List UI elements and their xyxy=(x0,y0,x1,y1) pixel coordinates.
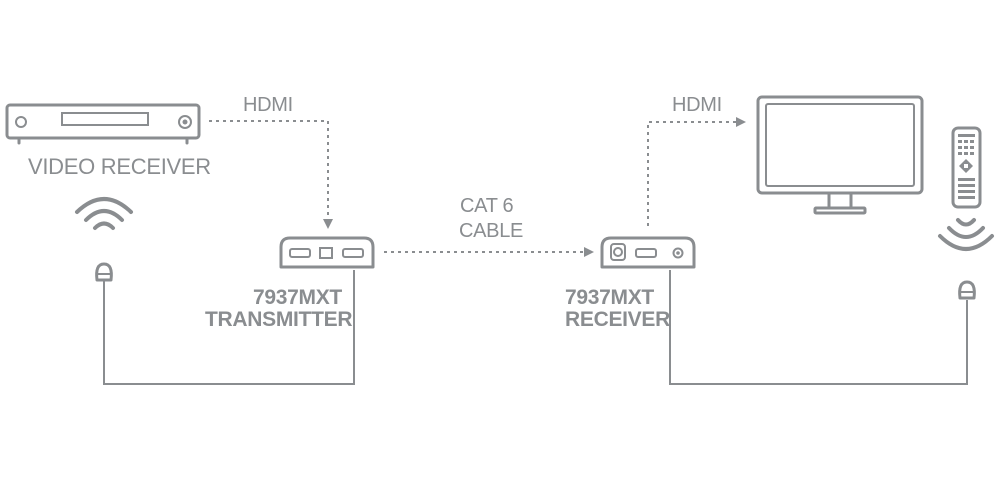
hdmi-output-label: HDMI xyxy=(672,94,722,116)
ir-sensor-icon-right xyxy=(958,280,976,300)
ir-wire-left xyxy=(103,270,355,385)
hdmi-input-label: HDMI xyxy=(243,94,293,116)
cable-label-line2: CABLE xyxy=(459,220,524,242)
transmitter-device-icon xyxy=(279,236,375,269)
hdmi-output-line xyxy=(647,117,746,226)
transmitter-model-label: 7937MXT xyxy=(253,286,342,309)
ir-wire-right xyxy=(669,270,968,385)
monitor-icon xyxy=(756,95,924,215)
receiver-device-icon xyxy=(600,236,696,269)
cable-label-line1: CAT 6 xyxy=(460,195,514,217)
video-receiver-label: VIDEO RECEIVER xyxy=(28,154,211,179)
receiver-model-label: 7937MXT xyxy=(565,286,654,309)
ir-sensor-icon xyxy=(95,262,113,282)
hdmi-input-line xyxy=(209,120,333,229)
remote-control-icon xyxy=(951,126,982,209)
receiver-name-label: RECEIVER xyxy=(565,308,670,331)
transmitter-name-label: TRANSMITTER xyxy=(205,308,353,331)
wifi-signal-icon-right xyxy=(938,218,994,251)
video-receiver-icon xyxy=(5,103,201,145)
wifi-signal-icon xyxy=(75,197,133,230)
